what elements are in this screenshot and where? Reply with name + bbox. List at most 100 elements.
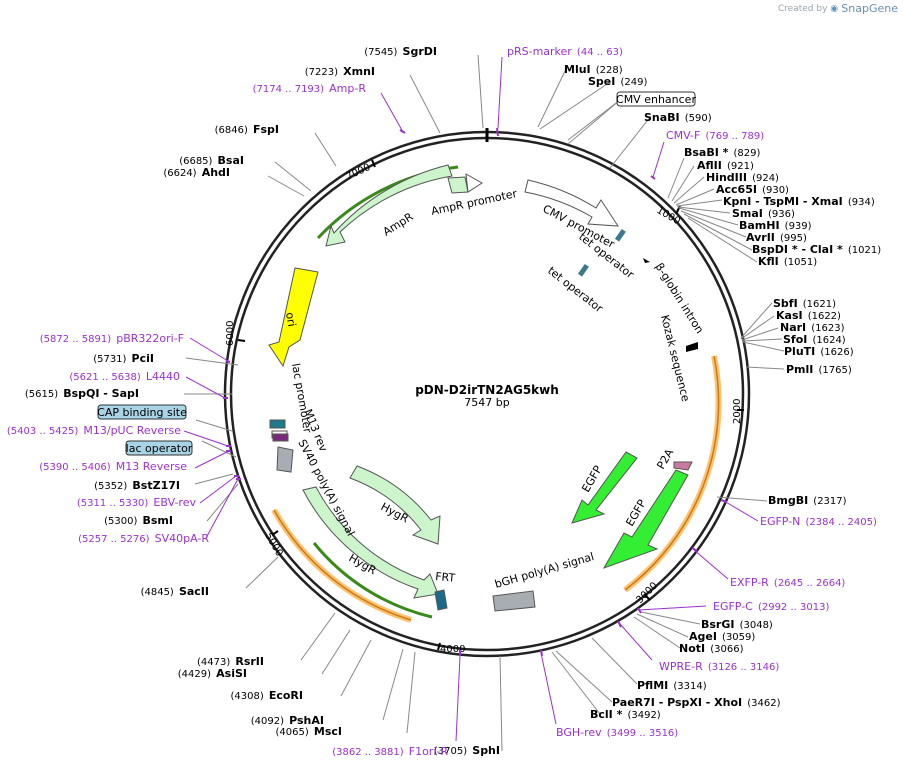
site-label: (6685) BsaI [179, 149, 244, 168]
site-name: NotI [679, 642, 705, 655]
primer-range: (2645 .. 2664) [774, 578, 846, 589]
bglobin-mark [643, 258, 650, 263]
site-name: KpnI - TspMI - XmaI [723, 195, 843, 208]
site-name: BmgBI [768, 494, 808, 507]
site-position: (1624) [812, 335, 845, 346]
site-position: (2317) [813, 496, 846, 507]
site-position: (3462) [747, 698, 780, 709]
primer-label: CMV-F (769 .. 789) [666, 124, 764, 143]
primer-range: (5390 .. 5406) [39, 462, 111, 473]
site-position: (6846) [215, 125, 248, 136]
feature-amp-promoter: AmpR promoter [430, 187, 519, 218]
lac-operator-label: lac operator [126, 442, 193, 455]
primer-range: (5872 .. 5891) [40, 334, 112, 345]
feature-tet-operator-2: tet operator [545, 264, 606, 315]
site-label: SpeI (249) [588, 70, 647, 89]
site-name: MscI [314, 725, 342, 738]
site-position: (939) [785, 221, 812, 232]
site-label: BamHI (939) [739, 214, 812, 233]
site-name: BsmI [143, 514, 174, 527]
site-label: BspDI * - ClaI * (1021) [752, 238, 881, 257]
cap-site-label: CAP binding site [97, 406, 187, 419]
site-label: PflMI (3314) [637, 674, 707, 693]
site-label: NotI (3066) [679, 637, 744, 656]
site-name: KflI [758, 255, 779, 268]
site-label: Acc65I (930) [716, 178, 789, 197]
feature-ampr: AmpR [381, 210, 416, 239]
primer-name: EGFP-C [713, 600, 753, 613]
primer-label: (5403 .. 5425) M13/pUC Reverse [7, 419, 181, 438]
site-label: (4308) EcoRI [230, 684, 303, 703]
site-name: NarI [780, 321, 806, 334]
site-name: SphI [472, 744, 500, 757]
site-label: MluI (228) [564, 58, 623, 77]
primer-label: EXFP-R (2645 .. 2664) [730, 571, 845, 590]
primer-labels: pRS-marker (44 .. 63)(7174 .. 7193) Amp-… [7, 45, 877, 758]
site-name: SnaBI [644, 111, 680, 124]
cmv-promoter-arrow [524, 179, 619, 227]
site-label: (6624) AhdI [163, 161, 230, 180]
site-name: PflMI [637, 679, 668, 692]
lac-operator-box-label [125, 440, 193, 456]
site-label: SnaBI (590) [644, 106, 712, 125]
plasmid-name: pDN-D2irTN2AG5kwh [415, 383, 559, 397]
primer-leader-lines [183, 56, 759, 742]
site-name: AflII [697, 159, 722, 172]
site-label: NarI (1623) [780, 316, 845, 335]
site-name: FspI [253, 123, 279, 136]
snapgene-logo-icon: ◉ [830, 3, 839, 14]
cmv-enhancer-leader [567, 99, 621, 141]
site-position: (4092) [251, 716, 284, 727]
site-name: BspDI * - ClaI * [752, 243, 843, 256]
site-position: (3066) [710, 644, 743, 655]
site-label: (4473) RsrII [197, 650, 264, 669]
kozak-mark [686, 342, 698, 352]
site-name: PciI [132, 352, 154, 365]
primer-name: EBV-rev [153, 496, 196, 509]
site-position: (934) [848, 197, 875, 208]
site-position: (1621) [803, 299, 836, 310]
site-label: AvrII (995) [746, 226, 807, 245]
hygr-arrow-2 [302, 486, 439, 599]
primer-range: (44 .. 63) [577, 47, 623, 58]
frt-mark [434, 589, 448, 611]
cmv-enhancer-box [616, 91, 696, 107]
primer-range: (5311 .. 5330) [77, 498, 149, 509]
site-name: PaeR7I - PspXI - XhoI [612, 696, 742, 709]
tick-4000: 4000 [440, 644, 465, 655]
site-position: (4473) [197, 657, 230, 668]
site-position: (1765) [818, 365, 851, 376]
site-name: BsaI [218, 154, 244, 167]
p2a-mark [673, 461, 693, 471]
primer-name: CMV-F [666, 129, 700, 142]
primer-range: (5403 .. 5425) [7, 426, 79, 437]
site-position: (1051) [784, 257, 817, 268]
site-label: (7545) SgrDI [364, 40, 437, 59]
site-name: AhdI [202, 166, 230, 179]
site-name: KasI [776, 309, 803, 322]
ori-arrow [268, 267, 319, 368]
tet-operator-mark-1 [614, 228, 626, 242]
site-position: (1626) [820, 347, 853, 358]
brand-created-by: Created by [777, 3, 828, 14]
site-position: (924) [752, 173, 779, 184]
site-label: KflI (1051) [758, 250, 817, 269]
site-position: (921) [727, 161, 754, 172]
primer-name: WPRE-R [659, 660, 703, 673]
site-position: (3314) [673, 681, 706, 692]
site-position: (4429) [178, 669, 211, 680]
tick-2000: 2000 [732, 399, 743, 424]
primer-label: EGFP-C (2992 .. 3013) [713, 595, 829, 614]
site-label: SfoI (1624) [783, 328, 846, 347]
site-label: (5352) BstZ17I [94, 474, 180, 493]
site-name: PluTI [784, 345, 815, 358]
orf-arc-hygr-inner [312, 542, 433, 619]
primer-range: (5621 .. 5638) [69, 372, 141, 383]
primer-label: (5390 .. 5406) M13 Reverse [39, 455, 187, 474]
site-position: (3048) [740, 620, 773, 631]
site-position: (228) [596, 65, 623, 76]
site-label: PmlI (1765) [786, 358, 852, 377]
primer-name: EGFP-N [760, 515, 800, 528]
lac-operator-box [272, 433, 289, 442]
site-position: (930) [762, 185, 789, 196]
